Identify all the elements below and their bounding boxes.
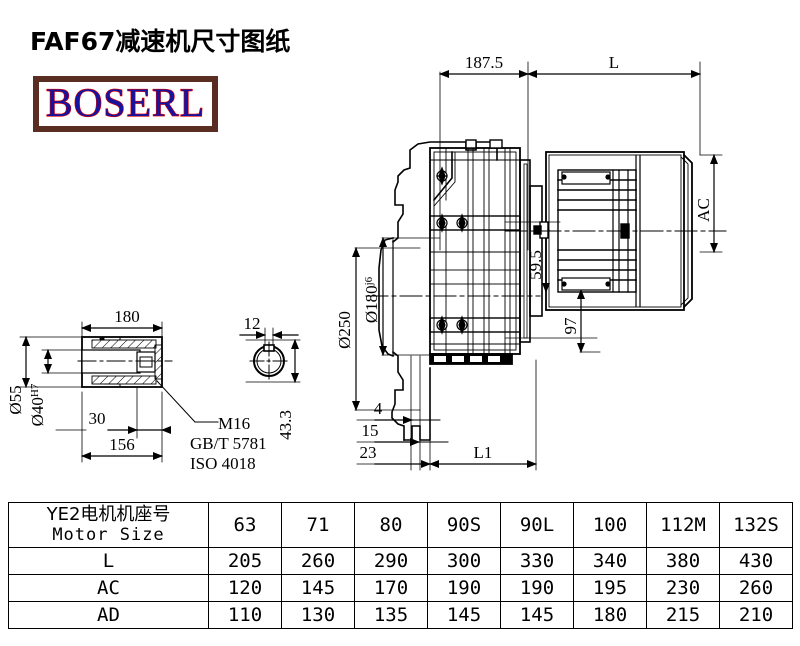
table-cell: 110 — [208, 601, 282, 630]
row-label: AD — [8, 601, 209, 630]
table-cell: 210 — [719, 601, 793, 630]
motor-size-table: YE2电机机座号 Motor Size 63 71 80 90S 90L 100… — [8, 501, 793, 630]
brand-logo-text: BOSERL — [45, 79, 206, 125]
table-cell: 260 — [281, 547, 355, 576]
dim-23-label: 23 — [360, 443, 377, 462]
dim-30-label: 30 — [89, 409, 106, 428]
table-col-header: 71 — [281, 501, 355, 549]
note-m16: M16 — [218, 414, 250, 433]
table-cell: 215 — [646, 601, 720, 630]
note-gbt: GB/T 5781 — [190, 434, 267, 453]
table-row: AD 110 130 135 145 145 180 215 210 — [8, 601, 793, 630]
table-cell: 145 — [500, 601, 574, 630]
table-cell: 330 — [500, 547, 574, 576]
table-header-row: YE2电机机座号 Motor Size 63 71 80 90S 90L 100… — [8, 501, 793, 549]
table-cell: 195 — [573, 574, 647, 603]
table-cell: 180 — [573, 601, 647, 630]
table-header-en: Motor Size — [52, 524, 165, 545]
table-cell: 430 — [719, 547, 793, 576]
table-cell: 260 — [719, 574, 793, 603]
dim-180-label: Ø180j6 — [362, 276, 381, 323]
table-cell: 145 — [281, 574, 355, 603]
dim-55-label: Ø55 — [6, 385, 25, 414]
table-col-header: 63 — [208, 501, 282, 549]
dim-187-5-label: 187.5 — [465, 53, 503, 72]
table-cell: 340 — [573, 547, 647, 576]
table-cell: 135 — [354, 601, 428, 630]
note-iso: ISO 4018 — [190, 454, 256, 473]
table-col-header: 90S — [427, 501, 501, 549]
dim-15-label: 15 — [362, 421, 379, 440]
dim-AC-label: AC — [694, 198, 713, 222]
dim-L1-label: L1 — [474, 443, 493, 462]
table-header-cn: YE2电机机座号 — [46, 504, 171, 525]
table-col-header: 90L — [500, 501, 574, 549]
dim-59-5-label: 59.5 — [526, 250, 545, 280]
table-row: L 205 260 290 300 330 340 380 430 — [8, 547, 793, 576]
table-col-header: 80 — [354, 501, 428, 549]
row-label: L — [8, 547, 209, 576]
table-col-header: 100 — [573, 501, 647, 549]
row-label: AC — [8, 574, 209, 603]
table-cell: 130 — [281, 601, 355, 630]
table-col-header: 112M — [646, 501, 720, 549]
brand-logo: BOSERL — [33, 76, 218, 132]
table-cell: 290 — [354, 547, 428, 576]
dim-97-label: 97 — [561, 317, 580, 335]
table-header-label: YE2电机机座号 Motor Size — [8, 501, 209, 549]
table-cell: 145 — [427, 601, 501, 630]
dim-156-label: 156 — [109, 435, 135, 454]
table-cell: 230 — [646, 574, 720, 603]
dim-250-label: Ø250 — [335, 311, 354, 349]
table-cell: 190 — [500, 574, 574, 603]
technical-drawing: 187.5 L 180 30 156 12 4 15 23 L1 Ø250 Ø1… — [6, 53, 727, 473]
table-cell: 120 — [208, 574, 282, 603]
table-col-header: 132S — [719, 501, 793, 549]
table-cell: 190 — [427, 574, 501, 603]
dim-180-shaft-label: 180 — [114, 307, 140, 326]
dim-12-label: 12 — [244, 314, 261, 333]
page-title: FAF67减速机尺寸图纸 — [30, 27, 291, 56]
table-cell: 205 — [208, 547, 282, 576]
table-cell: 380 — [646, 547, 720, 576]
dim-40-label: Ø40H7 — [28, 383, 47, 426]
dim-43-3-label: 43.3 — [276, 410, 295, 440]
table-cell: 170 — [354, 574, 428, 603]
table-cell: 300 — [427, 547, 501, 576]
dim-4-label: 4 — [374, 399, 383, 418]
table-row: AC 120 145 170 190 190 195 230 260 — [8, 574, 793, 603]
dim-L-label: L — [609, 53, 619, 72]
